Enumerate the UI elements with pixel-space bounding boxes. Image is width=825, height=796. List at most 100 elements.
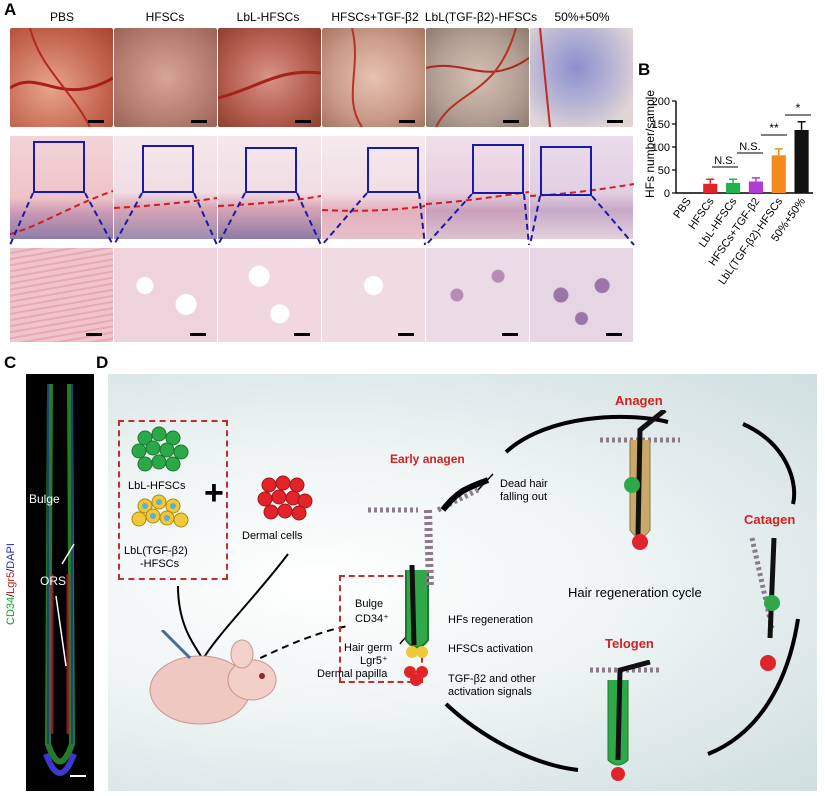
- group-header-lbl-tgf: LbL(TGF-β2)-HFSCs: [424, 10, 538, 24]
- zoom-region-box: [540, 146, 592, 196]
- telogen-label: Telogen: [605, 636, 654, 651]
- dermal-cell-cluster: [257, 475, 313, 521]
- bar: [794, 129, 809, 193]
- stain-legend: CD34/Lgr5/DAPI: [5, 543, 17, 625]
- error-bar: [797, 120, 806, 130]
- histology-low-hfscs-tgf: [322, 136, 425, 239]
- bar: [726, 182, 741, 193]
- scale-bar: [86, 333, 102, 336]
- panel-d-letter: D: [96, 353, 109, 372]
- lbl-hfscs-label: LbL-HFSCs: [128, 480, 186, 492]
- sig-double-star: **: [769, 121, 779, 135]
- skin-photo-lbl-tgf: [425, 27, 530, 128]
- y-axis-label: HFs number/sample: [643, 90, 657, 198]
- anagen-label: Anagen: [615, 393, 663, 408]
- panel-a-letter: A: [4, 0, 17, 19]
- histology-high-50-50: [530, 248, 633, 342]
- group-header-50-50: 50%+50%: [554, 10, 610, 24]
- significance-marks: N.S. N.S. ** *: [712, 101, 811, 168]
- follicle-detail-illustration: [404, 564, 429, 686]
- dermal-cells-label: Dermal cells: [242, 530, 303, 542]
- early-anagen-follicle: [368, 477, 490, 589]
- y-tick-label: 0: [664, 188, 670, 200]
- skin-photo-hfscs-tgf: [322, 27, 425, 128]
- y-tick-label: 100: [652, 142, 670, 154]
- bar: [703, 183, 718, 193]
- group-header-hfscs-tgf: HFSCs+TGF-β2: [331, 10, 419, 24]
- bar: [748, 181, 763, 193]
- group-header-hfscs: HFSCs: [145, 10, 185, 24]
- cell-clusters: [131, 426, 189, 528]
- cell-source-box: [118, 420, 228, 580]
- y-tick-label: 50: [658, 165, 670, 177]
- zoom-region-box: [367, 147, 419, 193]
- scale-bar: [294, 333, 310, 336]
- bar: [771, 155, 786, 193]
- histology-high-lbl-hfscs: [218, 248, 321, 342]
- histology-high-lbl-tgf: [426, 248, 529, 342]
- stain-label-cd34: CD34: [5, 596, 17, 625]
- histology-low-50-50: [530, 136, 633, 239]
- dead-hair-label-1: Dead hair: [500, 478, 548, 490]
- dermal-papilla-label: Dermal papilla: [317, 668, 388, 680]
- hair-germ-label: Hair germ: [344, 642, 393, 654]
- group-header-pbs: PBS: [49, 10, 74, 24]
- skin-photo-50-50: [530, 27, 633, 128]
- hfs-regeneration-label: HFs regeneration: [448, 614, 533, 626]
- skin-photo-pbs: [9, 27, 114, 128]
- histology-low-lbl-hfscs: [218, 136, 321, 239]
- tgf-signals-label-1: TGF-β2 and other: [448, 673, 536, 685]
- scale-bar: [295, 120, 311, 123]
- hf-count-bar-chart: HFs number/sample 0 50 100 150 200 PBSHFSCsL…: [643, 90, 813, 287]
- skin-photo-lbl-hfscs: [217, 28, 322, 127]
- stain-label-dapi: DAPI: [5, 543, 17, 569]
- stain-label-lgr5: Lgr5: [5, 571, 17, 594]
- y-tick-label: 150: [652, 119, 670, 131]
- x-tick-label: PBS: [671, 196, 693, 221]
- scale-bar: [191, 120, 207, 123]
- follicle-bulge-label: Bulge: [355, 598, 384, 610]
- scale-bar: [502, 333, 518, 336]
- lbl-tgf-hfscs-label-2: -HFSCs: [140, 558, 180, 570]
- anagen-follicle: [600, 410, 680, 550]
- x-tick-labels: PBSHFSCsLbL-HFSCsHFSCs+TGF-β2LbL(TGF-β2)…: [671, 195, 808, 287]
- sig-ns-1: N.S.: [714, 155, 735, 167]
- hair-regeneration-cycle-label: Hair regeneration cycle: [568, 585, 702, 600]
- histology-low-lbl-tgf: [426, 136, 529, 239]
- zoom-region-box: [142, 145, 194, 193]
- scale-bar: [398, 333, 414, 336]
- plus-sign: +: [204, 474, 224, 512]
- scale-bar: [503, 120, 519, 123]
- y-tick-label: 200: [652, 96, 670, 108]
- lgr5-label: Lgr5⁺: [360, 655, 388, 667]
- error-bar: [706, 178, 715, 184]
- scale-bar: [607, 120, 623, 123]
- sig-single-star: *: [796, 101, 801, 115]
- catagen-label: Catagen: [744, 512, 796, 527]
- cd34-label: CD34⁺: [355, 613, 389, 625]
- dead-hair-label-2: falling out: [500, 491, 548, 503]
- bars: [703, 120, 809, 193]
- lbl-tgf-hfscs-label-1: LbL(TGF-β2): [124, 545, 188, 557]
- hfscs-activation-label: HFSCs activation: [448, 643, 533, 655]
- ors-label: ORS: [40, 574, 67, 588]
- zoom-region-box: [245, 147, 297, 193]
- skin-photo-hfscs: [114, 28, 217, 127]
- zoom-guide-lines: [9, 192, 635, 246]
- histology-high-hfscs-tgf: [322, 248, 425, 342]
- bulge-label: Bulge: [29, 492, 60, 506]
- group-header-lbl-hfscs: LbL-HFSCs: [236, 10, 300, 24]
- y-ticks: 0 50 100 150 200: [652, 96, 676, 200]
- sig-ns-2: N.S.: [739, 141, 760, 153]
- histology-low-hfscs: [114, 136, 217, 239]
- histology-low-pbs: [10, 136, 113, 239]
- tgf-signals-label-2: activation signals: [448, 686, 532, 698]
- telogen-follicle: [590, 660, 660, 781]
- scale-bar: [399, 120, 415, 123]
- scale-bar: [606, 333, 622, 336]
- error-bar: [774, 148, 783, 156]
- histology-high-hfscs: [114, 248, 217, 342]
- early-anagen-label: Early anagen: [390, 452, 465, 466]
- scale-bar: [88, 120, 104, 123]
- immunofluorescence-image: Bulge ORS: [26, 374, 94, 791]
